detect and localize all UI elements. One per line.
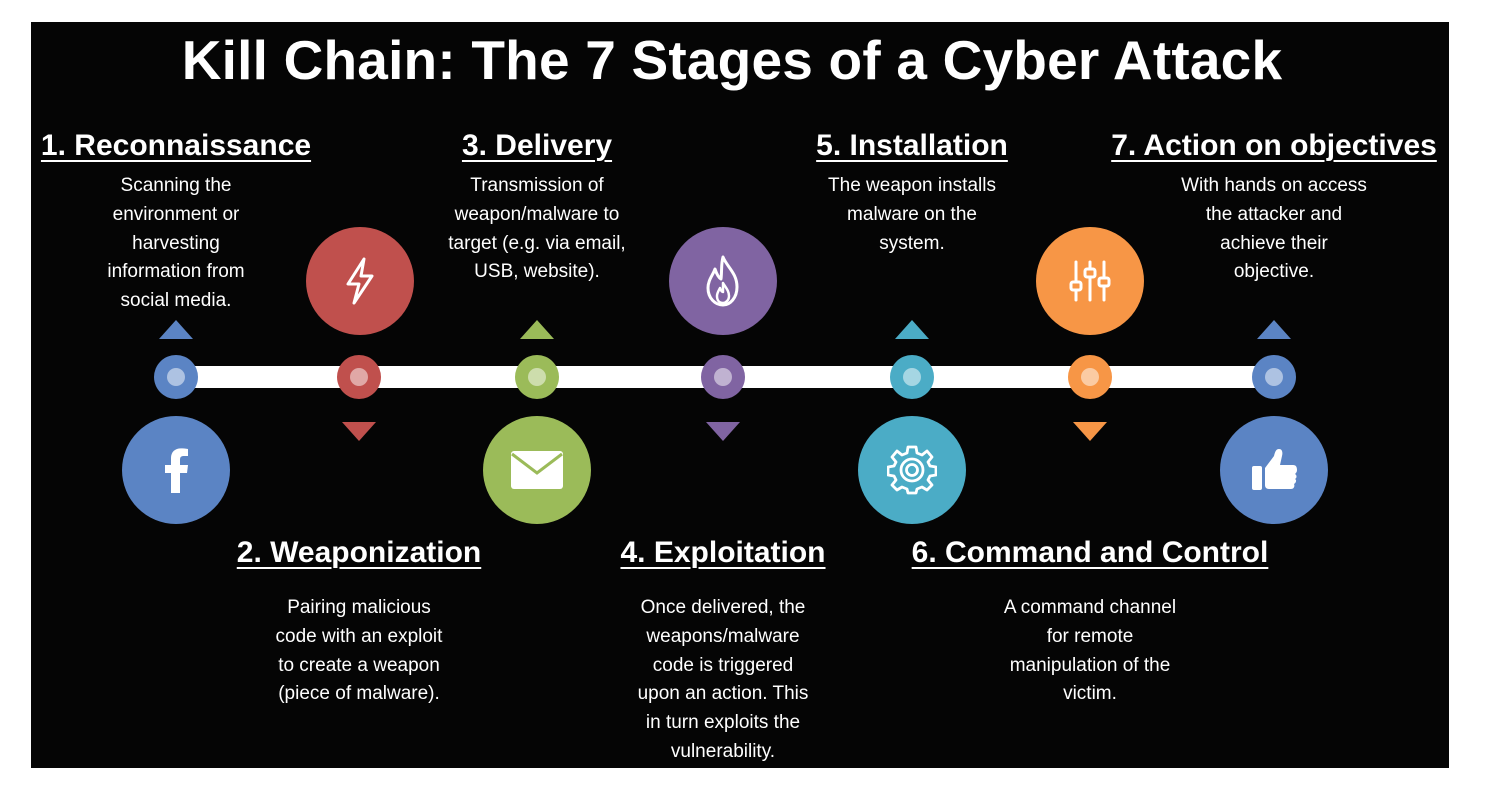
stage-1-dot — [154, 355, 198, 399]
stage-3-heading: 3. Delivery — [461, 129, 613, 162]
stage-2-down-marker — [342, 422, 376, 441]
stage-6-icon-circle — [1036, 227, 1144, 335]
infographic-panel — [31, 22, 1449, 768]
stage-1-heading: 1. Reconnaissance — [40, 129, 312, 162]
stage-6-heading: 6. Command and Control — [911, 536, 1269, 569]
stage-1-up-marker — [159, 320, 193, 339]
stage-4-down-marker — [706, 422, 740, 441]
lightning-icon — [346, 257, 374, 305]
stage-5-dot — [890, 355, 934, 399]
stage-1-icon-circle — [122, 416, 230, 524]
stage-6-down-marker — [1073, 422, 1107, 441]
fire-icon — [706, 255, 739, 307]
sliders-icon — [1069, 260, 1111, 302]
stage-4-heading: 4. Exploitation — [620, 536, 826, 569]
gear-icon — [887, 445, 937, 495]
stage-3-up-marker — [520, 320, 554, 339]
stage-2-icon-circle — [306, 227, 414, 335]
stage-4-dot — [701, 355, 745, 399]
stage-4-icon-circle — [669, 227, 777, 335]
stage-3-icon-circle — [483, 416, 591, 524]
facebook-icon — [165, 448, 188, 493]
page-title: Kill Chain: The 7 Stages of a Cyber Atta… — [181, 29, 1283, 91]
stage-5-up-marker — [895, 320, 929, 339]
stage-2-heading: 2. Weaponization — [236, 536, 482, 569]
stage-7-up-marker — [1257, 320, 1291, 339]
stage-7-heading: 7. Action on objectives — [1111, 129, 1437, 162]
stage-3-dot — [515, 355, 559, 399]
stage-2-dot — [337, 355, 381, 399]
stage-5-icon-circle — [858, 416, 966, 524]
envelope-icon — [511, 451, 563, 489]
stage-5-heading: 5. Installation — [816, 129, 1008, 162]
thumbs-up-icon — [1252, 449, 1297, 490]
stage-7-dot — [1252, 355, 1296, 399]
stage-6-dot — [1068, 355, 1112, 399]
stage-7-icon-circle — [1220, 416, 1328, 524]
